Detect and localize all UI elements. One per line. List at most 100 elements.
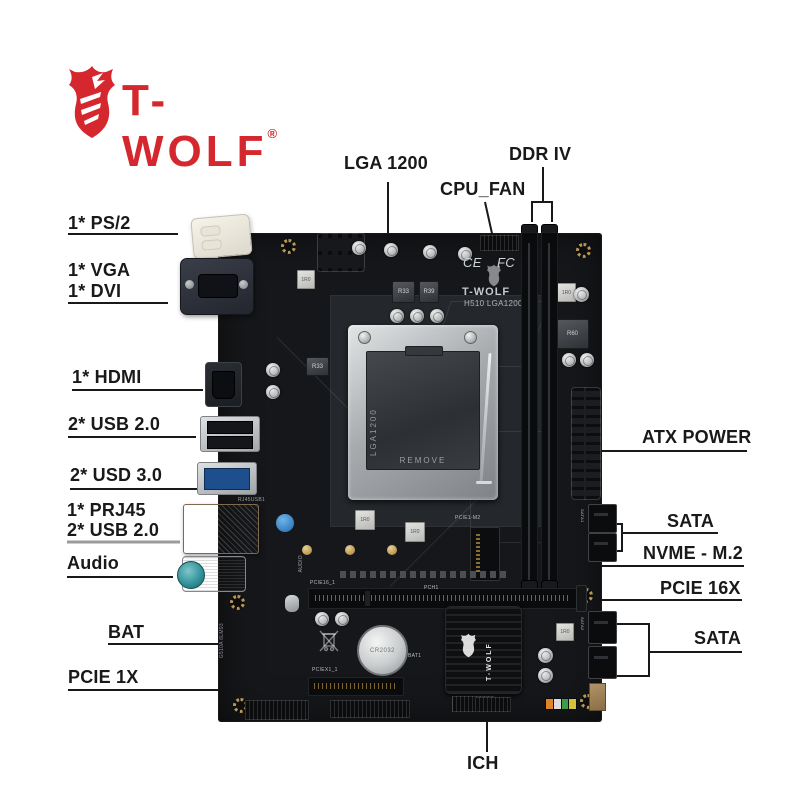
silkscreen-brand: T-WOLF — [462, 286, 511, 298]
pcie-x1-slot — [308, 677, 404, 696]
silkscreen-sata1: SATA1 — [580, 509, 585, 523]
front-panel-jumper-block — [545, 698, 577, 710]
silkscreen-pciex1: PCIEX1_1 — [312, 667, 338, 673]
registered-mark: ® — [267, 126, 278, 141]
silkscreen-rj45: RJ45USB1 — [238, 497, 266, 503]
capacitor — [352, 241, 366, 255]
callout-prj45: 1* PRJ45 — [67, 500, 146, 520]
ce-mark: CE — [463, 255, 482, 270]
m2-pad-row — [340, 571, 510, 578]
silkscreen-bat1: BAT1 — [408, 653, 422, 659]
m2-gold-pins — [476, 534, 480, 574]
usb2-slot — [207, 421, 253, 434]
hdmi-port — [205, 362, 242, 407]
callout-atx-power: ATX POWER — [642, 427, 752, 447]
vga-port — [180, 258, 254, 315]
vrm-choke: R33 — [392, 281, 415, 303]
socket-cover: LGA1200 REMOVE — [366, 346, 480, 470]
crystal-oscillator — [285, 595, 299, 612]
callout-lga1200: LGA 1200 — [344, 153, 428, 173]
socket-cover-remove: REMOVE — [399, 456, 447, 465]
vga-screw — [239, 280, 248, 289]
callout-vga: 1* VGA — [68, 260, 131, 280]
callout-sata-bottom: SATA — [694, 628, 742, 648]
capacitor — [430, 309, 444, 323]
ps2-port — [190, 213, 253, 260]
vrm-choke-white: 1R0 — [355, 510, 375, 530]
chipset-heatsink: T-WOLF — [445, 606, 522, 694]
ddr4-slot-2 — [541, 232, 558, 592]
pcie-x16-slot — [308, 588, 580, 609]
capacitor — [423, 245, 437, 259]
heatsink-brand-text: T-WOLF — [486, 642, 493, 681]
socket-cover-model: LGA1200 — [369, 408, 378, 456]
brand-logo-text: T-WOLF® — [122, 76, 278, 176]
usb3-stack-port — [197, 462, 257, 495]
callout-usb20-front: 2* USB 2.0 — [67, 520, 160, 540]
callout-ich: ICH — [467, 753, 499, 773]
sata-port-2 — [588, 533, 617, 562]
ps2-slot — [201, 239, 223, 251]
callout-audio: Audio — [67, 553, 119, 573]
ps2-slot — [200, 225, 221, 237]
vga-dsub — [198, 274, 238, 298]
socket-lever — [479, 353, 492, 483]
sys-fan-header — [475, 697, 511, 712]
audio-chip-blue — [276, 514, 294, 532]
socket-lever-hook — [476, 481, 492, 484]
silkscreen-audio: AUDIO — [298, 555, 304, 573]
heatsink-wolf-icon — [460, 633, 477, 658]
callout-ddr4: DDR IV — [509, 144, 572, 164]
fcc-mark: FC — [497, 255, 515, 270]
audio-jack-port — [177, 556, 246, 592]
rj45-usb-combo-port — [183, 504, 259, 554]
mounting-hole — [281, 239, 296, 254]
vrm-choke: R60 — [556, 319, 589, 349]
mounting-hole — [576, 243, 591, 258]
m2-standoff — [387, 545, 397, 555]
silkscreen-pch: PCH1 — [424, 585, 439, 591]
weee-bin-icon — [319, 630, 339, 652]
vrm-choke-white: 1R0 — [297, 270, 315, 289]
capacitor — [266, 363, 280, 377]
socket-cover-tab — [405, 346, 443, 356]
vrm-choke-white: 1R0 — [405, 522, 425, 542]
capacitor — [335, 612, 349, 626]
pcie-key-notch — [365, 591, 370, 606]
audio-jack-ring — [177, 561, 205, 589]
callout-usb20-rear: 2* USB 2.0 — [68, 414, 161, 434]
sata-port-1 — [588, 504, 617, 533]
silkscreen-edge-text: G510A 6LM93 — [219, 623, 225, 659]
capacitor — [458, 247, 472, 261]
m2-standoff — [345, 545, 355, 555]
jumper-pin-white — [553, 699, 561, 709]
battery-model: CR2032 — [369, 647, 395, 654]
callout-ps2: 1* PS/2 — [68, 213, 131, 233]
socket-screw — [358, 331, 371, 344]
callout-bat: BAT — [108, 622, 145, 642]
mounting-hole — [230, 595, 245, 610]
callout-pcie16x: PCIE 16X — [660, 578, 741, 598]
cpu-fan-header — [480, 235, 519, 251]
vrm-choke: R39 — [419, 281, 439, 303]
silkscreen-wolf-icon — [487, 264, 501, 287]
callout-hdmi: 1* HDMI — [72, 367, 142, 387]
front-usb3-header — [589, 683, 606, 711]
jumper-pin-orange — [546, 699, 553, 709]
silkscreen-m2: PCIE1-M2 — [455, 515, 481, 521]
front-panel-usb-header — [245, 700, 309, 720]
callout-pcie1x: PCIE 1X — [68, 667, 139, 687]
pcie-latch — [576, 585, 587, 612]
capacitor — [538, 648, 553, 663]
silkscreen-model: H510 LGA1200 — [464, 299, 523, 308]
callout-dvi: 1* DVI — [68, 281, 122, 301]
capacitor — [538, 668, 553, 683]
callout-cpu-fan: CPU_FAN — [440, 179, 526, 199]
wolf-shield-icon — [69, 66, 115, 138]
pcie-gold-contacts — [314, 683, 397, 689]
motherboard: 1R0 R33 R39 R33 1R0 R60 CE FC T-WOLF H51… — [218, 224, 617, 722]
cpu-socket: LGA1200 REMOVE — [348, 325, 498, 500]
jumper-pin-green — [561, 699, 569, 709]
